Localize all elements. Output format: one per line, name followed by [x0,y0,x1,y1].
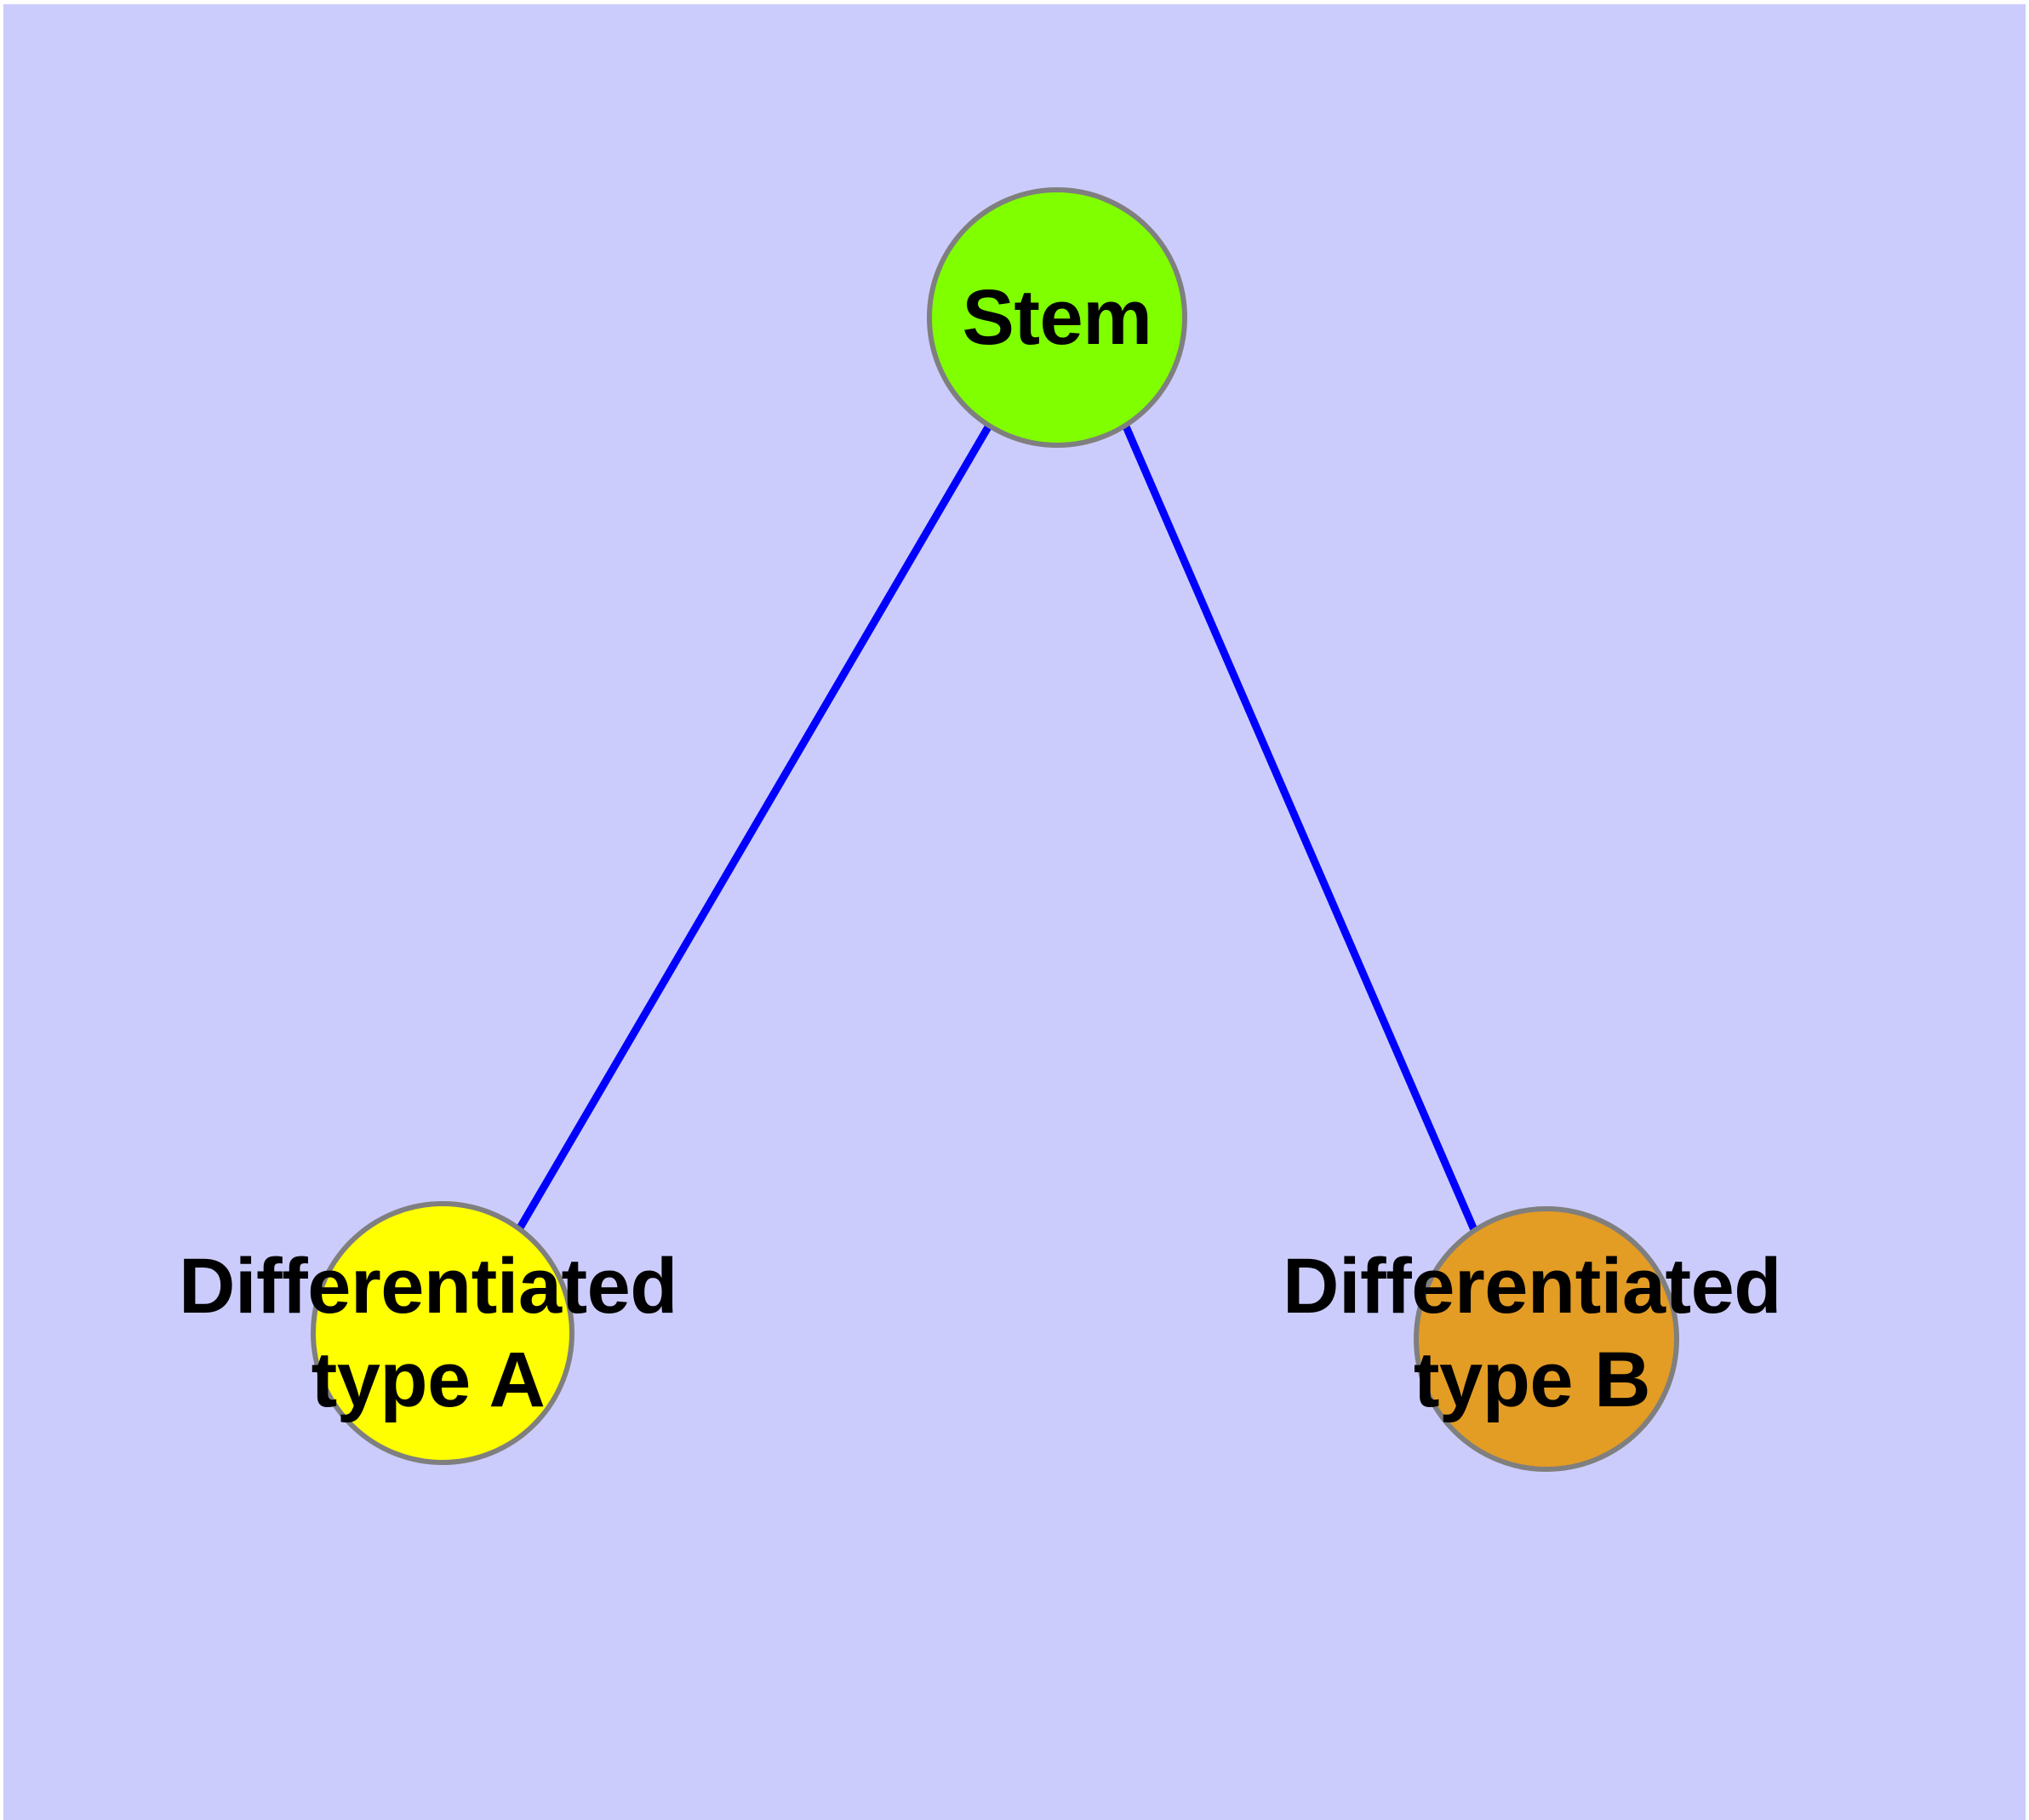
edge-stem-to-diff-b [1122,425,1479,1233]
node-diff-b-circle[interactable] [1414,1206,1679,1472]
edge-layer [516,423,1479,1233]
edge-stem-to-diff-a [516,423,992,1232]
node-diff-b-label-line2: type B [1413,1336,1651,1423]
node-diff-a-label-line1: Differentiated [179,1243,677,1330]
node-diff-b-label-line1: Differentiated [1283,1243,1781,1330]
node-layer [311,187,1679,1472]
node-stem-circle[interactable] [927,187,1187,448]
node-diff-a-circle[interactable] [311,1201,574,1465]
node-stem-label: Stem [962,274,1152,361]
node-diff-a-label-line2: type A [311,1336,546,1423]
